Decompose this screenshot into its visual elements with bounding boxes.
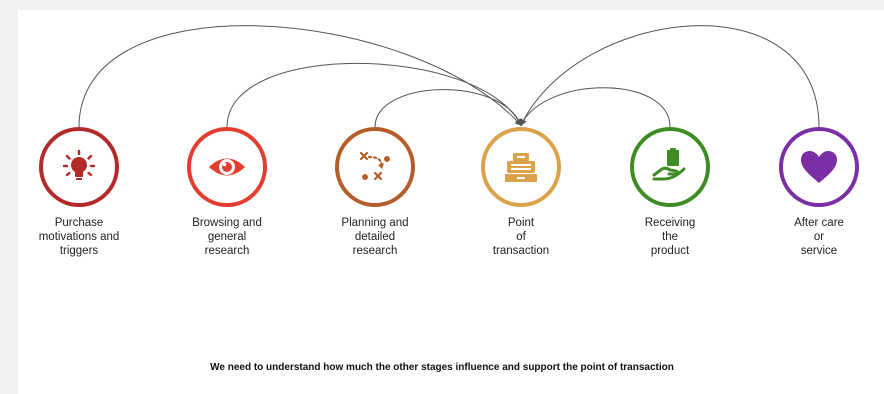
stage-point-of-transaction: Point of transaction [456, 127, 586, 258]
stage-after-care: After care or service [754, 127, 884, 258]
stage-label: Point of transaction [492, 217, 550, 257]
diagram-caption: We need to understand how much the other… [210, 362, 674, 373]
hand-package-icon [652, 148, 686, 181]
stage-label: Receiving the product [644, 217, 696, 257]
stage-label: After care or service [794, 217, 844, 257]
stage-label: Purchase motivations and triggers [38, 217, 120, 257]
arc-aftercare-to-transaction [520, 25, 820, 128]
arc-purchase-to-transaction [78, 25, 522, 128]
stage-purchase-motivations: Purchase motivations and triggers [14, 127, 144, 258]
lightbulb-icon [62, 149, 96, 180]
stage-receiving-product: Receiving the product [605, 127, 735, 258]
arc-browsing-to-transaction [226, 62, 522, 128]
stage-circle [630, 127, 710, 207]
arc-receiving-to-transaction [520, 87, 671, 128]
strategy-icon [359, 151, 390, 181]
stage-browsing-research: Browsing and general research [162, 127, 292, 258]
stage-circle [779, 127, 859, 207]
stage-circle [39, 127, 119, 207]
stage-circle [187, 127, 267, 207]
stage-label: Browsing and general research [192, 217, 262, 257]
stage-circle [335, 127, 415, 207]
cash-register-icon [505, 153, 537, 182]
eye-icon [209, 158, 245, 176]
stage-circle [481, 127, 561, 207]
heart-icon [801, 151, 837, 183]
stage-planning-research: Planning and detailed research [310, 127, 440, 258]
stage-label: Planning and detailed research [341, 217, 409, 257]
arc-planning-to-transaction [374, 89, 523, 128]
